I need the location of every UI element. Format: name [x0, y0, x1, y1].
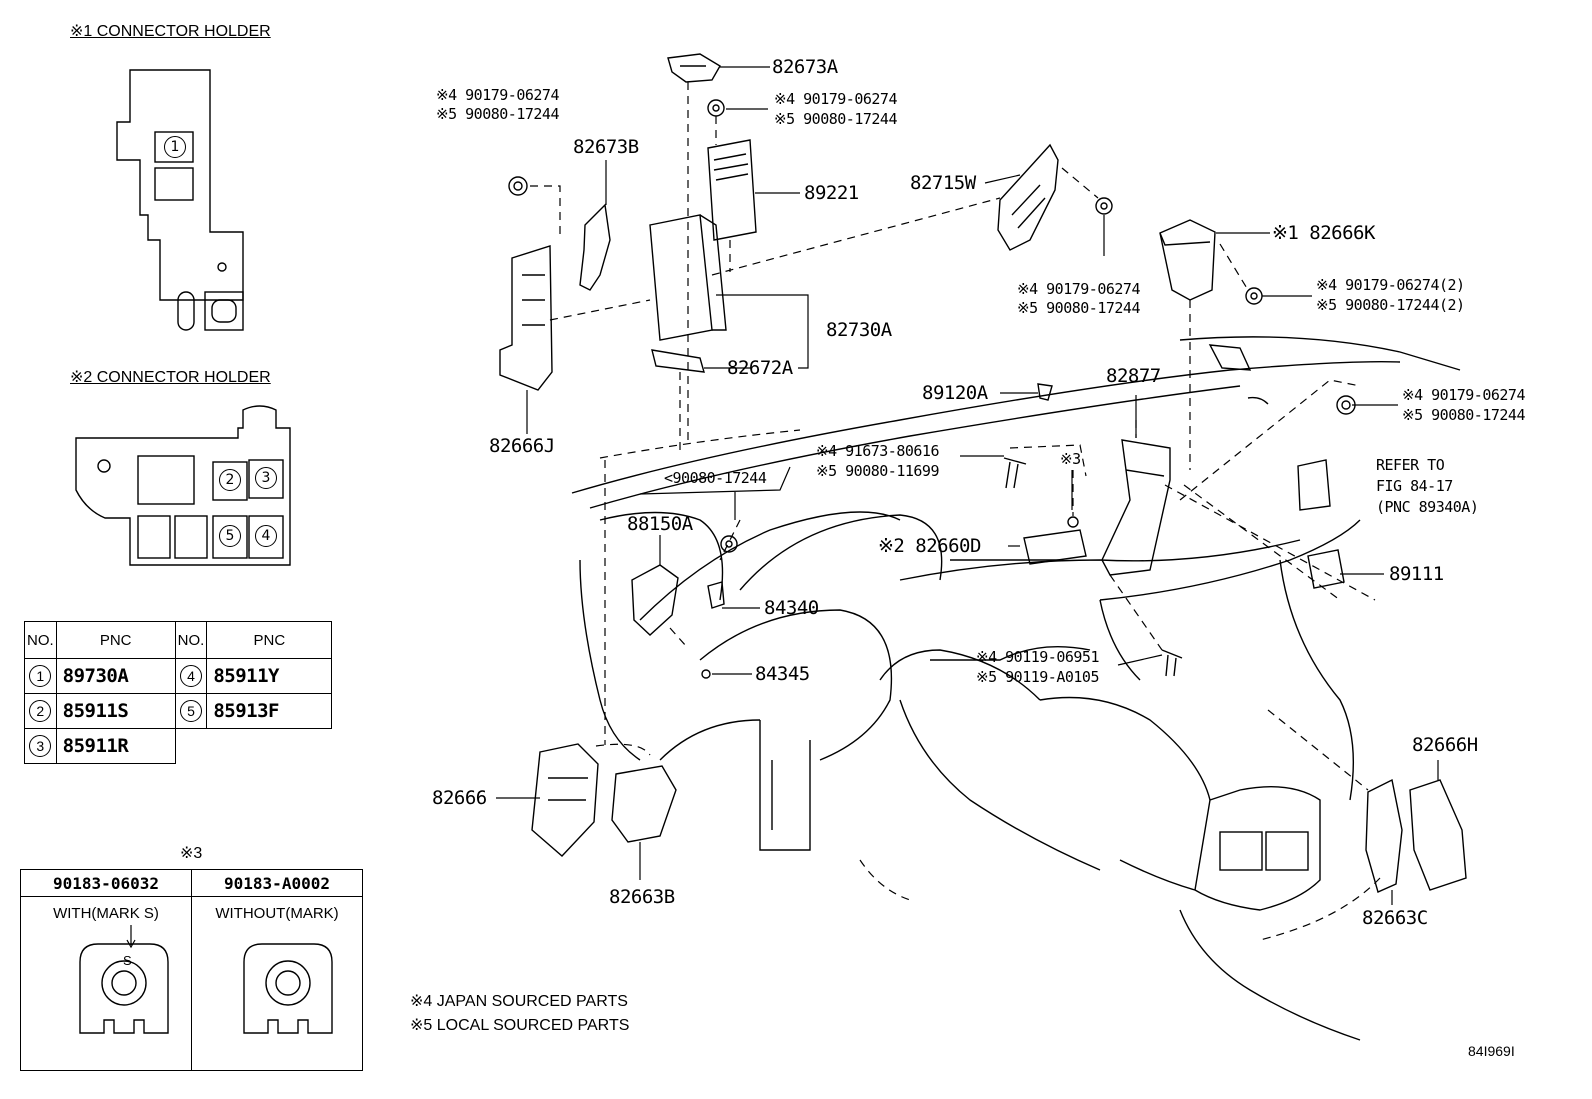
table-row: 2 85911S 5 85913F	[24, 693, 333, 729]
pnc-table: NO. PNC NO. PNC 1 89730A 4 85911Y 2 8591…	[24, 621, 333, 764]
fastener-label-4a: ※4 90179-06274(2)	[1316, 276, 1465, 294]
fastener-label-4b: ※5 90080-17244(2)	[1316, 296, 1465, 314]
fastener-label-8a: ※4 90119-06951	[976, 648, 1099, 666]
holder2-slot-4: 4	[255, 525, 277, 547]
part-label-82663c: 82663C	[1362, 907, 1428, 929]
connector-holder-1-drawing	[116, 69, 244, 331]
pnc-no-circle: 5	[180, 700, 202, 722]
part-label-82673b: 82673B	[573, 136, 639, 158]
clip-table-title: ※3	[180, 845, 203, 862]
holder2-slot-2: 2	[219, 469, 241, 491]
fastener-label-7: <90080-17244	[664, 469, 767, 487]
pnc-value: 85911Y	[206, 658, 333, 694]
clip-caption: WITH(MARK S)	[53, 905, 159, 922]
fastener-label-1a: ※4 90179-06274	[436, 86, 559, 104]
part-label-82666: 82666	[432, 787, 487, 809]
figure-id: 84I969I	[1468, 1043, 1515, 1059]
table-row: 3 85911R	[24, 728, 332, 764]
leader-lines	[496, 66, 1439, 905]
part-label-89221: 89221	[804, 182, 859, 204]
connector-holder-2-title: ※2 CONNECTOR HOLDER	[70, 369, 271, 386]
part-label-82673a: 82673A	[772, 56, 838, 78]
pnc-header-no-b: NO.	[174, 621, 208, 659]
clip-table: 90183-06032 90183-A0002 WITH(MARK S) WIT…	[20, 869, 363, 1071]
refer-note-line3: (PNC 89340A)	[1376, 498, 1479, 516]
part-label-82672a: 82672A	[727, 357, 793, 379]
pnc-header-no-a: NO.	[24, 621, 57, 659]
holder2-slot-5: 5	[219, 525, 241, 547]
fastener-label-5a: ※4 90179-06274	[1402, 386, 1525, 404]
table-row: 1 89730A 4 85911Y	[24, 658, 333, 694]
clip-part-number: 90183-06032	[20, 869, 192, 897]
part-label-84345: 84345	[755, 663, 810, 685]
part-label-82666j: 82666J	[489, 435, 555, 457]
fastener-label-6a: ※4 91673-80616	[816, 442, 939, 460]
fastener-label-1b: ※5 90080-17244	[436, 105, 559, 123]
fastener-label-3b: ※5 90080-17244	[1017, 299, 1140, 317]
part-label-82663b: 82663B	[609, 886, 675, 908]
part-label-82730a: 82730A	[826, 319, 892, 341]
pnc-value: 89730A	[55, 658, 176, 694]
pnc-no-circle: 3	[29, 735, 52, 757]
fastener-label-6b: ※5 90080-11699	[816, 462, 939, 480]
fastener-label-5b: ※5 90080-17244	[1402, 406, 1525, 424]
part-label-82666h: 82666H	[1412, 734, 1478, 756]
footnote-japan: ※4 JAPAN SOURCED PARTS	[410, 993, 628, 1010]
pnc-no-circle: 2	[29, 700, 52, 722]
pnc-value: 85911R	[55, 728, 176, 764]
clip-mark-letter: S	[123, 953, 132, 968]
fastener-label-8b: ※5 90119-A0105	[976, 668, 1099, 686]
pnc-no-circle: 4	[180, 665, 202, 687]
clip-caption: WITHOUT(MARK)	[215, 905, 339, 922]
clip-part-number: 90183-A0002	[191, 869, 363, 897]
part-label-82660d: ※2 82660D	[878, 535, 981, 557]
pnc-value: 85911S	[55, 693, 176, 729]
connector-holder-2-drawing	[75, 405, 291, 566]
fastener-label-3a: ※4 90179-06274	[1017, 280, 1140, 298]
clip-reference-mark: ※3	[1060, 450, 1081, 468]
part-label-88150a: 88150A	[627, 513, 693, 535]
fastener-label-2a: ※4 90179-06274	[774, 90, 897, 108]
part-label-84340: 84340	[764, 597, 819, 619]
part-label-89120a: 89120A	[922, 382, 988, 404]
part-shapes	[499, 53, 1467, 893]
part-label-89111: 89111	[1389, 563, 1444, 585]
pnc-header-pnc-a: PNC	[55, 621, 176, 659]
part-label-82715w: 82715W	[910, 172, 976, 194]
footnote-local: ※5 LOCAL SOURCED PARTS	[410, 1017, 630, 1034]
refer-note-line1: REFER TO	[1376, 456, 1445, 474]
refer-note-line2: FIG 84-17	[1376, 477, 1453, 495]
connector-holder-1-title: ※1 CONNECTOR HOLDER	[70, 23, 271, 40]
pnc-no-circle: 1	[29, 665, 52, 687]
holder1-slot-1: 1	[164, 136, 186, 158]
pnc-table-header: NO. PNC NO. PNC	[24, 621, 333, 659]
part-label-82666k: ※1 82666K	[1272, 222, 1375, 244]
pnc-value: 85913F	[206, 693, 333, 729]
dashed-reference-lines	[530, 82, 1381, 941]
instrument-panel-drawing	[571, 336, 1461, 1041]
fastener-label-2b: ※5 90080-17244	[774, 110, 897, 128]
part-label-82877: 82877	[1106, 365, 1161, 387]
pnc-header-pnc-b: PNC	[206, 621, 333, 659]
holder2-slot-3: 3	[255, 467, 277, 489]
